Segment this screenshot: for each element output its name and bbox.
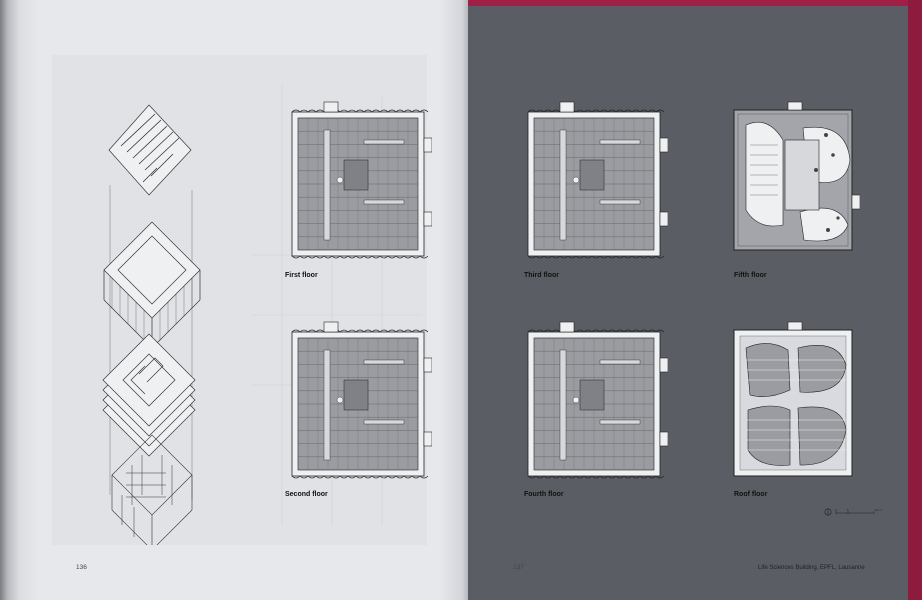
plan-first-floor (284, 100, 432, 265)
caption-third-floor: Third floor (524, 272, 559, 279)
axonometric-diagram (102, 85, 422, 551)
plan-fifth-floor (728, 100, 860, 260)
caption-second-floor: Second floor (285, 491, 328, 498)
right-page-number: 137 (513, 564, 524, 571)
plan-third-floor (520, 100, 668, 265)
floor-plan-drawing (291, 101, 432, 259)
floor-plan-drawing (527, 101, 668, 259)
floor-plan-drawing (291, 321, 432, 479)
caption-fourth-floor: Fourth floor (524, 491, 564, 498)
plan-second-floor (284, 320, 432, 485)
running-footer: Life Sciences Building, EPFL, Lausanne (758, 565, 865, 571)
plan-roof-floor (728, 320, 860, 482)
scale-label-5: 5 (847, 508, 849, 512)
scale-label-10m: 10 m (875, 508, 882, 512)
axo-floors (102, 333, 196, 457)
book-cover-right-edge (908, 0, 922, 600)
north-arrow-icon (824, 508, 832, 516)
book-cover-top-edge (468, 0, 922, 6)
caption-roof-floor: Roof floor (734, 491, 768, 498)
left-page-number: 136 (76, 564, 87, 571)
axo-facade (103, 221, 201, 349)
caption-first-floor: First floor (285, 272, 318, 279)
scale-bar: 0 5 10 m (824, 504, 884, 522)
axo-roof (108, 104, 192, 196)
floor-plan-drawing (527, 321, 668, 479)
plan-fourth-floor (520, 320, 668, 485)
scale-label-0: 0 (835, 508, 837, 512)
caption-fifth-floor: Fifth floor (734, 272, 767, 279)
